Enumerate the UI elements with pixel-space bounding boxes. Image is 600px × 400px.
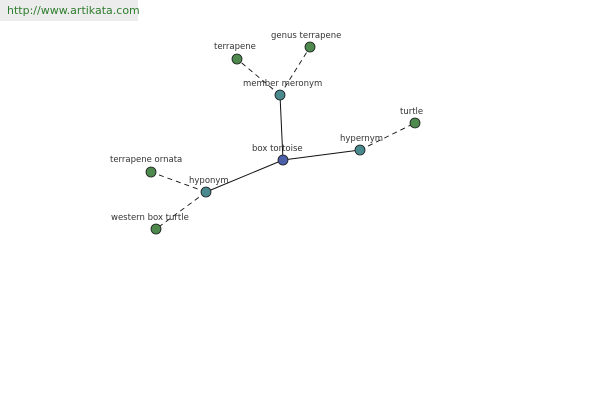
edge-hyponym-terrapene-ornata (150, 171, 207, 193)
watermark-bar: http://www.artikata.com (0, 0, 140, 21)
edge-hypernym-turtle (359, 122, 416, 151)
label-terrapene[interactable]: terrapene (214, 42, 256, 52)
label-turtle[interactable]: turtle (400, 107, 423, 117)
label-box-tortoise[interactable]: box tortoise (252, 144, 303, 154)
label-terrapene-ornata[interactable]: terrapene ornata (110, 155, 182, 165)
edge-box-tortoise-member-meronym (279, 94, 284, 161)
node-box-tortoise[interactable] (277, 154, 289, 166)
edge-member-meronym-genus-terrapene (279, 46, 311, 96)
label-western-box-turtle[interactable]: western box turtle (111, 213, 189, 223)
label-member-meronym[interactable]: member meronym (243, 79, 322, 89)
label-genus-terrapene[interactable]: genus terrapene (271, 31, 341, 41)
label-hyponym[interactable]: hyponym (189, 176, 229, 186)
edge-hyponym-western-box-turtle (155, 191, 207, 230)
edge-box-tortoise-hyponym (205, 159, 284, 193)
edge-box-tortoise-hypernym (282, 149, 361, 161)
node-hyponym[interactable] (200, 186, 212, 198)
node-hypernym[interactable] (354, 144, 366, 156)
label-hypernym[interactable]: hypernym (340, 134, 383, 144)
edge-member-meronym-terrapene (236, 58, 281, 96)
node-member-meronym[interactable] (274, 89, 286, 101)
node-turtle[interactable] (409, 117, 421, 129)
node-western-box-turtle[interactable] (150, 223, 162, 235)
node-genus-terrapene[interactable] (304, 41, 316, 53)
node-terrapene[interactable] (231, 53, 243, 65)
site-url-link[interactable]: http://www.artikata.com (7, 4, 140, 17)
node-terrapene-ornata[interactable] (145, 166, 157, 178)
